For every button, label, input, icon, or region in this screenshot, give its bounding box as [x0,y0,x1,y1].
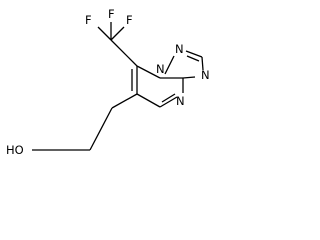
atom-n-pyrimidine-bottom: N [176,94,185,108]
atom-f-right: F [126,13,133,27]
bonds [32,22,204,151]
bond-n1-n2 [164,55,175,75]
bond-c-f-right [110,26,125,41]
bond-c7-cf3 [110,39,138,67]
atom-f-top: F [108,7,115,21]
bond-c5-n4-inner [161,93,176,103]
bond-n4-c3a-triazole [182,76,196,79]
atom-n-bridge: N [156,62,165,76]
atom-labels: F F F N N N N HO [6,7,210,155]
bond-c6-c5 [136,93,161,108]
atom-hydroxyl: HO [6,143,24,155]
bond-c6-ch2 [111,93,138,109]
bond-c-f-left [97,26,112,41]
bond-c5-n4 [159,96,178,108]
bond-c3-n4 [201,56,204,71]
bond-n2-c3-inner [186,55,200,62]
atom-n-triazole-top: N [175,42,184,56]
bond-n2-c3 [185,50,203,58]
molecule-structure: F F F N N N N HO [6,7,210,155]
atom-n-triazole-right: N [201,68,210,82]
bond-c7-n1 [136,65,161,79]
atom-f-left: F [85,13,92,27]
bond-ch2-ch2 [89,107,113,151]
